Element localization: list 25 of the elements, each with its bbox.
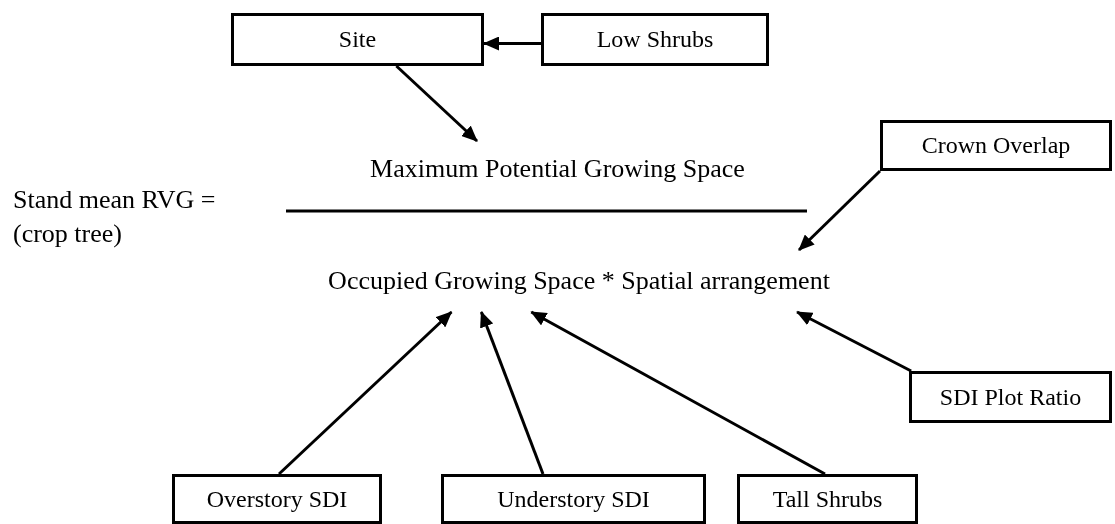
factor-box: [441, 474, 706, 524]
node-label: Crown Overlap: [921, 132, 1071, 159]
node-label: Site: [338, 26, 377, 53]
node-label: Tall Shrubs: [772, 485, 883, 513]
factor-box: [231, 13, 484, 66]
factor-box: [541, 13, 769, 66]
formula-label: Stand mean RVG =: [13, 186, 216, 215]
arrow: [277, 310, 453, 476]
node-label: Low Shrubs: [596, 26, 714, 53]
formula-label: (crop tree): [13, 220, 122, 249]
arrow: [530, 310, 826, 476]
node-label: Overstory SDI: [206, 485, 348, 513]
node-label: Occupied Growing Space * Spatial arrangement: [328, 266, 830, 296]
node-label: SDI Plot Ratio: [939, 383, 1082, 411]
factor-box: [880, 120, 1112, 171]
node-label: Maximum Potential Growing Space: [370, 155, 745, 184]
factor-box: [909, 371, 1112, 423]
factor-box: [737, 474, 918, 524]
node-label: Understory SDI: [497, 485, 650, 513]
arrow: [483, 36, 541, 51]
arrow: [479, 311, 545, 475]
arrow: [395, 64, 479, 143]
factor-box: [172, 474, 382, 524]
arrow: [797, 169, 882, 252]
arrow: [796, 310, 912, 373]
